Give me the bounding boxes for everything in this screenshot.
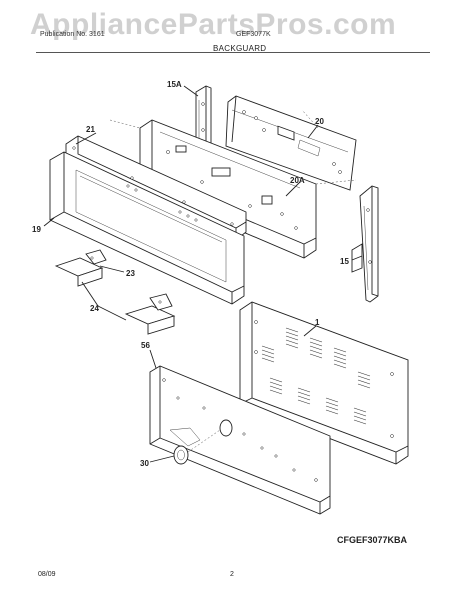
model-code-label: CFGEF3077KBA (337, 535, 408, 545)
watermark-logo: AppliancePartsPros.com (30, 8, 397, 41)
callout-20: 20 (315, 117, 324, 126)
part-23-end-cap-right[interactable] (124, 293, 176, 335)
part-19-console-panel[interactable] (49, 151, 245, 305)
part-1-rear-panel[interactable] (239, 301, 409, 465)
callout-23: 23 (126, 269, 135, 278)
part-23-end-cap-left[interactable] (54, 249, 107, 287)
part-30-grommet[interactable] (173, 429, 221, 465)
callout-1: 1 (315, 318, 320, 327)
section-title: BACKGUARD (213, 44, 267, 53)
callout-20a: 20A (290, 176, 305, 185)
footer-date: 08/09 (38, 571, 56, 578)
callout-56: 56 (141, 341, 150, 350)
part-15-end-bracket[interactable] (351, 185, 379, 303)
callout-30: 30 (140, 459, 149, 468)
callout-19: 19 (32, 225, 41, 234)
header-model: GEF3077K (236, 31, 271, 38)
header-publication: Publication No. 3161 (40, 31, 105, 38)
part-21-backguard-frame[interactable] (65, 135, 247, 241)
footer-page-number: 2 (230, 571, 234, 578)
header-divider (36, 52, 430, 53)
leader-lines (43, 85, 363, 463)
part-20-control-board[interactable] (225, 95, 357, 191)
part-56-lower-rear-panel[interactable] (149, 365, 331, 515)
callout-15: 15 (340, 257, 349, 266)
callout-15a: 15A (167, 80, 182, 89)
callout-21: 21 (86, 125, 95, 134)
callout-24: 24 (90, 304, 99, 313)
rear-panel-vents (261, 327, 371, 425)
